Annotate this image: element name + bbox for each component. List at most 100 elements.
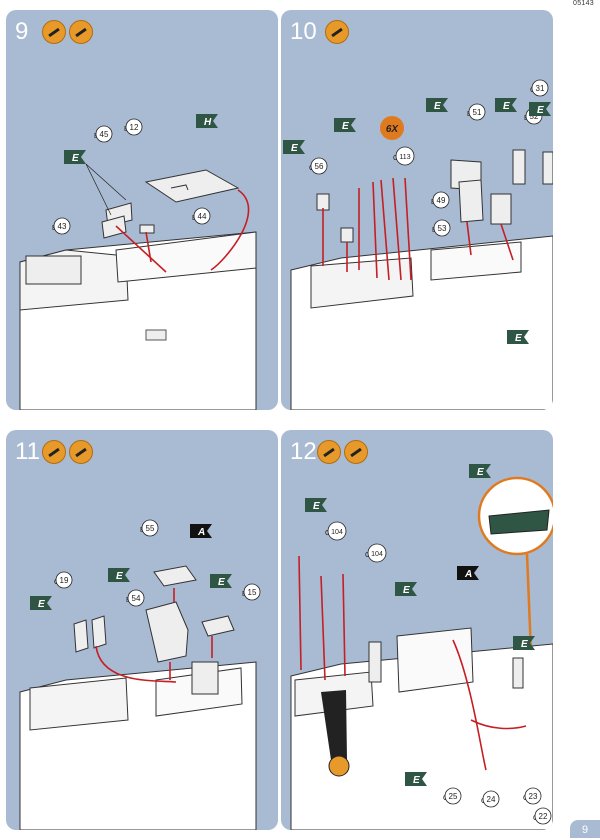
hatch-plate bbox=[144, 169, 240, 203]
part-number: 49 bbox=[437, 196, 446, 205]
part-number: 104 bbox=[331, 529, 343, 536]
callout-C19: C19 bbox=[54, 571, 73, 589]
part-number: 23 bbox=[529, 792, 538, 801]
part-43 bbox=[101, 215, 127, 239]
brush-icon bbox=[325, 20, 349, 44]
paint-flag-E: E bbox=[64, 150, 86, 164]
part-number: 24 bbox=[487, 795, 496, 804]
flag-letter: E bbox=[537, 105, 544, 116]
paint-flag-E: E bbox=[283, 140, 305, 154]
count-label: 6X bbox=[386, 124, 400, 135]
callout-C23: C23 bbox=[523, 787, 542, 805]
paint-flag-A: A bbox=[190, 524, 212, 538]
tool-icons bbox=[42, 20, 93, 44]
flag-letter: E bbox=[403, 585, 410, 596]
flag-letter: E bbox=[313, 501, 320, 512]
part-number: 45 bbox=[100, 130, 109, 139]
callout-B55: B55 bbox=[140, 519, 159, 537]
callout-C25: C25 bbox=[443, 787, 462, 805]
count-badge: 6X bbox=[380, 116, 404, 140]
red-arrows bbox=[95, 588, 213, 683]
flag-letter: E bbox=[38, 599, 45, 610]
paint-flag-H: H bbox=[196, 114, 218, 128]
flag-letter: E bbox=[413, 775, 420, 786]
part-prefix: C bbox=[393, 155, 398, 162]
flag-letter: E bbox=[503, 101, 510, 112]
callout-B44: B 44 bbox=[192, 207, 211, 225]
tool-icons bbox=[317, 440, 368, 464]
paint-flag-E: E bbox=[305, 498, 327, 512]
step-number: 11 bbox=[15, 438, 40, 465]
flag-letter: E bbox=[72, 153, 79, 164]
step-number: 10 bbox=[290, 18, 317, 45]
flag-letter: E bbox=[116, 571, 123, 582]
paint-flag-E: E bbox=[210, 574, 232, 588]
part-number: 44 bbox=[198, 212, 207, 221]
part-54 bbox=[145, 601, 189, 663]
callout-B51: B51 bbox=[467, 103, 486, 121]
callout-B49: B49 bbox=[431, 191, 450, 209]
part-49 bbox=[458, 179, 484, 223]
part-number: 25 bbox=[449, 792, 458, 801]
callout-B54: B54 bbox=[126, 589, 145, 607]
part-number: 54 bbox=[132, 594, 141, 603]
part-number: 22 bbox=[539, 812, 548, 821]
part-number: 53 bbox=[438, 224, 447, 233]
paint-flag-E: E bbox=[495, 98, 517, 112]
part-prefix: C bbox=[325, 530, 330, 537]
glue-tube-icon bbox=[42, 440, 66, 464]
deck bbox=[115, 231, 257, 283]
brush-icon bbox=[69, 20, 93, 44]
document-code: 05143 bbox=[573, 0, 594, 7]
callout-C24: C24 bbox=[481, 790, 500, 808]
callout-C22: C22 bbox=[533, 807, 552, 825]
step-number: 12 bbox=[290, 438, 317, 465]
flag-letter: E bbox=[521, 639, 528, 650]
flag-letter: E bbox=[477, 467, 484, 478]
part-number: 51 bbox=[473, 108, 482, 117]
deckhouse bbox=[29, 677, 129, 731]
callout-B12: B 12 bbox=[124, 118, 143, 136]
part-number: 15 bbox=[248, 588, 257, 597]
glue-tube-icon bbox=[317, 440, 341, 464]
part-number: 55 bbox=[146, 524, 155, 533]
part-number: 56 bbox=[315, 162, 324, 171]
flag-letter: E bbox=[434, 101, 441, 112]
paint-flag-A: A bbox=[457, 566, 479, 580]
part-number: 31 bbox=[536, 84, 545, 93]
paint-flag-E: E bbox=[513, 636, 535, 650]
callout-C31: C31 bbox=[530, 79, 549, 97]
part-number: 12 bbox=[130, 123, 139, 132]
flag-letter: A bbox=[197, 527, 205, 538]
flag-letter: E bbox=[291, 143, 298, 154]
paint-flag-E: E bbox=[30, 596, 52, 610]
flag-letter: E bbox=[515, 333, 522, 344]
flag-letter: E bbox=[218, 577, 225, 588]
flag-letter: A bbox=[464, 569, 472, 580]
part-number: 113 bbox=[399, 154, 410, 161]
brush-icon bbox=[69, 440, 93, 464]
red-arrows bbox=[322, 177, 514, 281]
part-number: 104 bbox=[371, 551, 383, 558]
paint-flag-E: E bbox=[395, 582, 417, 596]
step-number: 9 bbox=[15, 18, 29, 45]
part-19b bbox=[91, 615, 107, 649]
part-number: 52 bbox=[530, 112, 539, 121]
part-15 bbox=[201, 615, 235, 637]
callout-C56: C56 bbox=[309, 157, 328, 175]
flag-letter: E bbox=[342, 121, 349, 132]
paint-flag-E: E bbox=[108, 568, 130, 582]
step-9-panel: 9 B 12 B 45 B bbox=[6, 10, 278, 410]
step-9-diagram: B 12 B 45 B 43 B 44 H E bbox=[19, 114, 257, 410]
part-prefix: C bbox=[365, 552, 370, 559]
flag-letter: H bbox=[204, 117, 212, 128]
callout-B43: B 43 bbox=[52, 217, 71, 235]
bridge-superstructure bbox=[396, 627, 474, 693]
part-19 bbox=[73, 619, 89, 653]
